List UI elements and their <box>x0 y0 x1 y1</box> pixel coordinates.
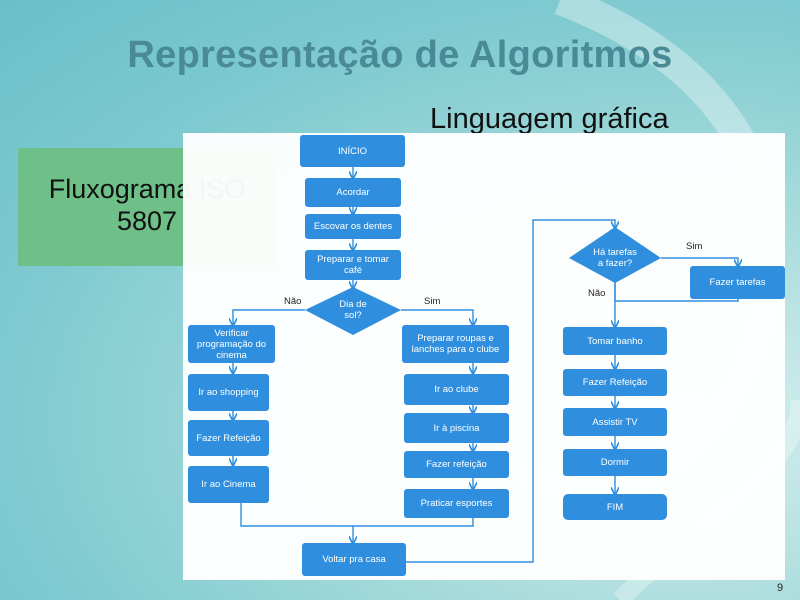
node-fazer-refeicao-left: Fazer Refeição <box>188 420 269 456</box>
node-tomar-banho: Tomar banho <box>563 327 667 355</box>
node-ir-clube: Ir ao clube <box>404 374 509 405</box>
label-nao-dia-sol: Não <box>284 296 302 307</box>
decision-dia-de-sol-shape <box>305 287 401 335</box>
flowchart: INÍCIO Acordar Escovar os dentes Prepara… <box>183 133 785 580</box>
node-preparar-cafe: Preparar e tomar café <box>305 250 401 280</box>
label-sim-dia-sol: Sim <box>424 296 441 307</box>
flowchart-connectors <box>183 167 785 563</box>
node-dormir: Dormir <box>563 449 667 476</box>
node-fim: FIM <box>563 494 667 520</box>
node-praticar-esportes: Praticar esportes <box>404 489 509 518</box>
slide-title: Representação de Algoritmos <box>127 34 673 76</box>
slide-subtitle: Linguagem gráfica <box>430 103 669 135</box>
node-fazer-tarefas: Fazer tarefas <box>690 266 785 299</box>
node-escovar-dentes: Escovar os dentes <box>305 214 401 239</box>
iso-label-line2: 5807 <box>116 206 178 236</box>
node-inicio: INÍCIO <box>300 135 405 167</box>
node-fazer-refeicao-mid: Fazer refeição <box>404 451 509 478</box>
node-ir-cinema: Ir ao Cinema <box>188 466 269 503</box>
node-fazer-refeicao-right: Fazer Refeição <box>563 369 667 396</box>
node-ir-shopping: Ir ao shopping <box>188 374 269 411</box>
node-acordar: Acordar <box>305 178 401 207</box>
label-nao-tarefas: Não <box>588 288 606 299</box>
node-ir-piscina: Ir à piscina <box>404 413 509 443</box>
label-sim-tarefas: Sim <box>686 241 703 252</box>
node-dia-de-sol: Dia de sol? <box>339 299 367 321</box>
decision-tarefas-shape <box>569 227 661 283</box>
node-ha-tarefas: Há tarefas a fazer? <box>593 247 637 269</box>
node-voltar-casa: Voltar pra casa <box>302 543 406 576</box>
node-verificar-cinema: Verificar programação do cinema <box>188 325 275 363</box>
node-preparar-roupas: Preparar roupas e lanches para o clube <box>402 325 509 363</box>
node-assistir-tv: Assistir TV <box>563 408 667 436</box>
page-number: 9 <box>777 582 784 594</box>
